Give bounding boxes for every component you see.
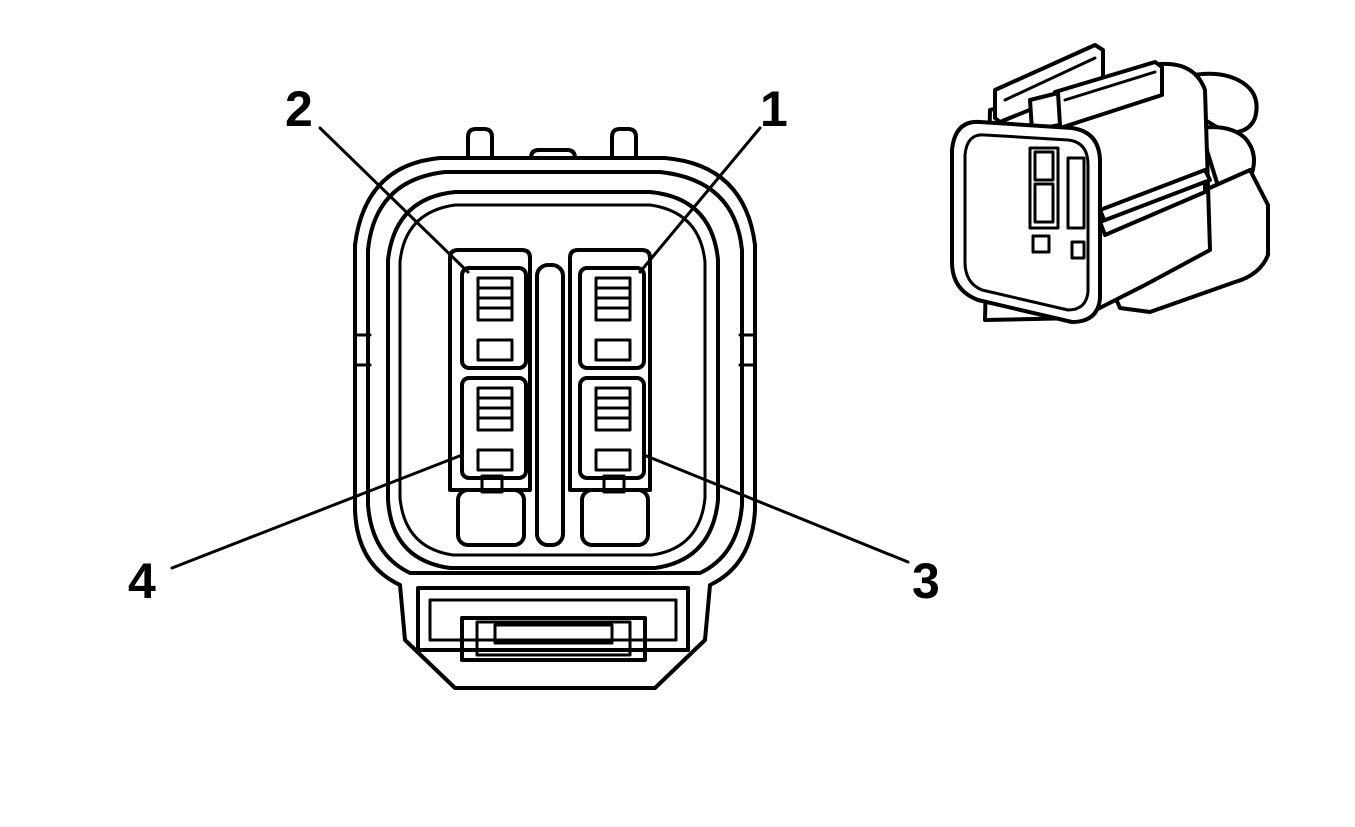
lower-pad-right [580,488,650,547]
leader-line-4 [170,453,464,570]
pin-label-4: 4 [128,553,156,609]
terminal-block-left [448,248,532,492]
inner-cavity [386,190,720,570]
pin-label-1: 1 [760,81,788,137]
terminal-cavity-2 [460,266,528,370]
bottom-lock [416,586,690,662]
housing-inner-rim [366,170,744,575]
leader-line-1 [638,126,762,274]
pin-label-2: 2 [285,81,313,137]
leader-line-3 [642,453,910,564]
iso-front-face [950,119,1102,324]
leader-lines [170,126,910,570]
terminal-cavity-1 [578,266,646,370]
terminal-cavity-3 [578,376,646,480]
terminal-cavity-4 [460,376,528,480]
leader-line-2 [318,126,470,274]
lower-pad-left [456,488,526,547]
pin-label-3: 3 [912,553,940,609]
connector-face-view [353,127,757,690]
connector-isometric-view [950,43,1270,324]
center-divider [535,263,565,547]
